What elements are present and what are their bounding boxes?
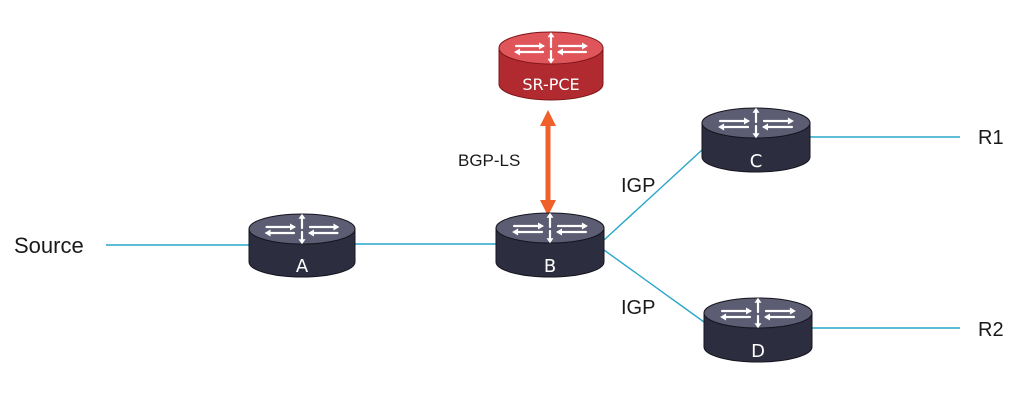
sr-pce-node[interactable]: SR-PCE — [498, 31, 604, 101]
router-arrows-icon — [512, 212, 588, 244]
router-d-label: D — [751, 341, 765, 362]
router-a-node[interactable]: A — [248, 213, 356, 278]
router-arrows-icon — [264, 213, 340, 245]
link-b-d — [603, 249, 705, 323]
links-layer — [106, 136, 960, 329]
router-b-node[interactable]: B — [495, 212, 605, 278]
router-icon — [248, 213, 356, 278]
r2-label: R2 — [978, 319, 1004, 341]
router-icon — [703, 297, 813, 363]
igp-upper-label: IGP — [621, 175, 655, 197]
router-c-label: C — [750, 151, 763, 172]
router-arrows-icon — [720, 297, 796, 329]
source-label: Source — [14, 233, 84, 258]
r1-label: R1 — [978, 127, 1004, 149]
router-icon — [498, 31, 604, 101]
bgp-ls-label: BGP-LS — [458, 151, 520, 170]
router-d-node[interactable]: D — [703, 297, 813, 363]
nodes-layer: SR-PCE A B C D — [248, 31, 813, 363]
router-b-label: B — [544, 256, 556, 277]
sr-pce-label: SR-PCE — [522, 75, 579, 94]
router-icon — [701, 107, 811, 173]
router-c-node[interactable]: C — [701, 107, 811, 173]
router-arrows-icon — [514, 32, 588, 64]
router-arrows-icon — [718, 107, 794, 139]
link-b-c — [603, 149, 703, 241]
igp-lower-label: IGP — [621, 297, 655, 319]
router-icon — [495, 212, 605, 278]
router-a-label: A — [296, 256, 309, 277]
